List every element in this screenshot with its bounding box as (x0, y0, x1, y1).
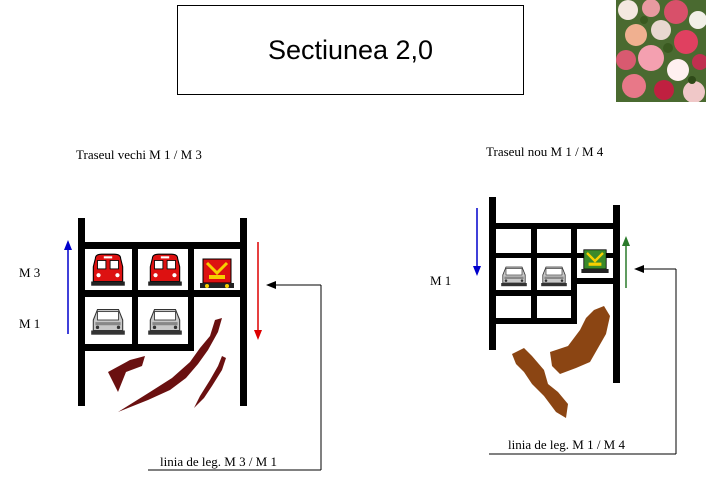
new-link-label: linia de leg. M 1 / M 4 (508, 437, 625, 452)
old-route-heading: Traseul vechi M 1 / M 3 (76, 147, 202, 162)
red-metro-train-icon (90, 253, 126, 287)
old-route-label-m3: M 3 (19, 265, 41, 280)
new-route-heading: Traseul nou M 1 / M 4 (486, 144, 604, 159)
page-title: Sectiunea 2,0 (267, 34, 434, 65)
old-route-tracks (78, 218, 247, 406)
red-locomotive-icon (198, 257, 236, 290)
old-link-arrowhead (266, 281, 276, 289)
red-metro-train-icon (147, 253, 183, 287)
new-route-tracks (489, 197, 620, 383)
old-route-rocks (108, 318, 226, 412)
gray-metro-train-icon (500, 266, 528, 287)
new-route-rocks (512, 306, 610, 418)
old-link-line (148, 284, 322, 471)
new-route-label-m1: M 1 (430, 273, 452, 288)
old-link-label: linia de leg. M 3 / M 1 (160, 454, 277, 469)
arrow-down-red (254, 242, 262, 340)
green-locomotive-icon (580, 248, 610, 275)
arrow-up-green (622, 236, 630, 288)
gray-metro-train-icon (540, 266, 568, 287)
new-link-line (489, 268, 677, 455)
new-link-arrowhead (634, 265, 644, 273)
title-box: Sectiunea 2,0 (177, 5, 524, 95)
arrow-down-m1 (473, 208, 481, 276)
gray-metro-train-icon (90, 308, 126, 336)
gray-metro-train-icon (147, 308, 183, 336)
old-route-label-m1: M 1 (19, 316, 41, 331)
arrow-up-m3 (64, 240, 72, 334)
flower-photo (616, 0, 706, 102)
